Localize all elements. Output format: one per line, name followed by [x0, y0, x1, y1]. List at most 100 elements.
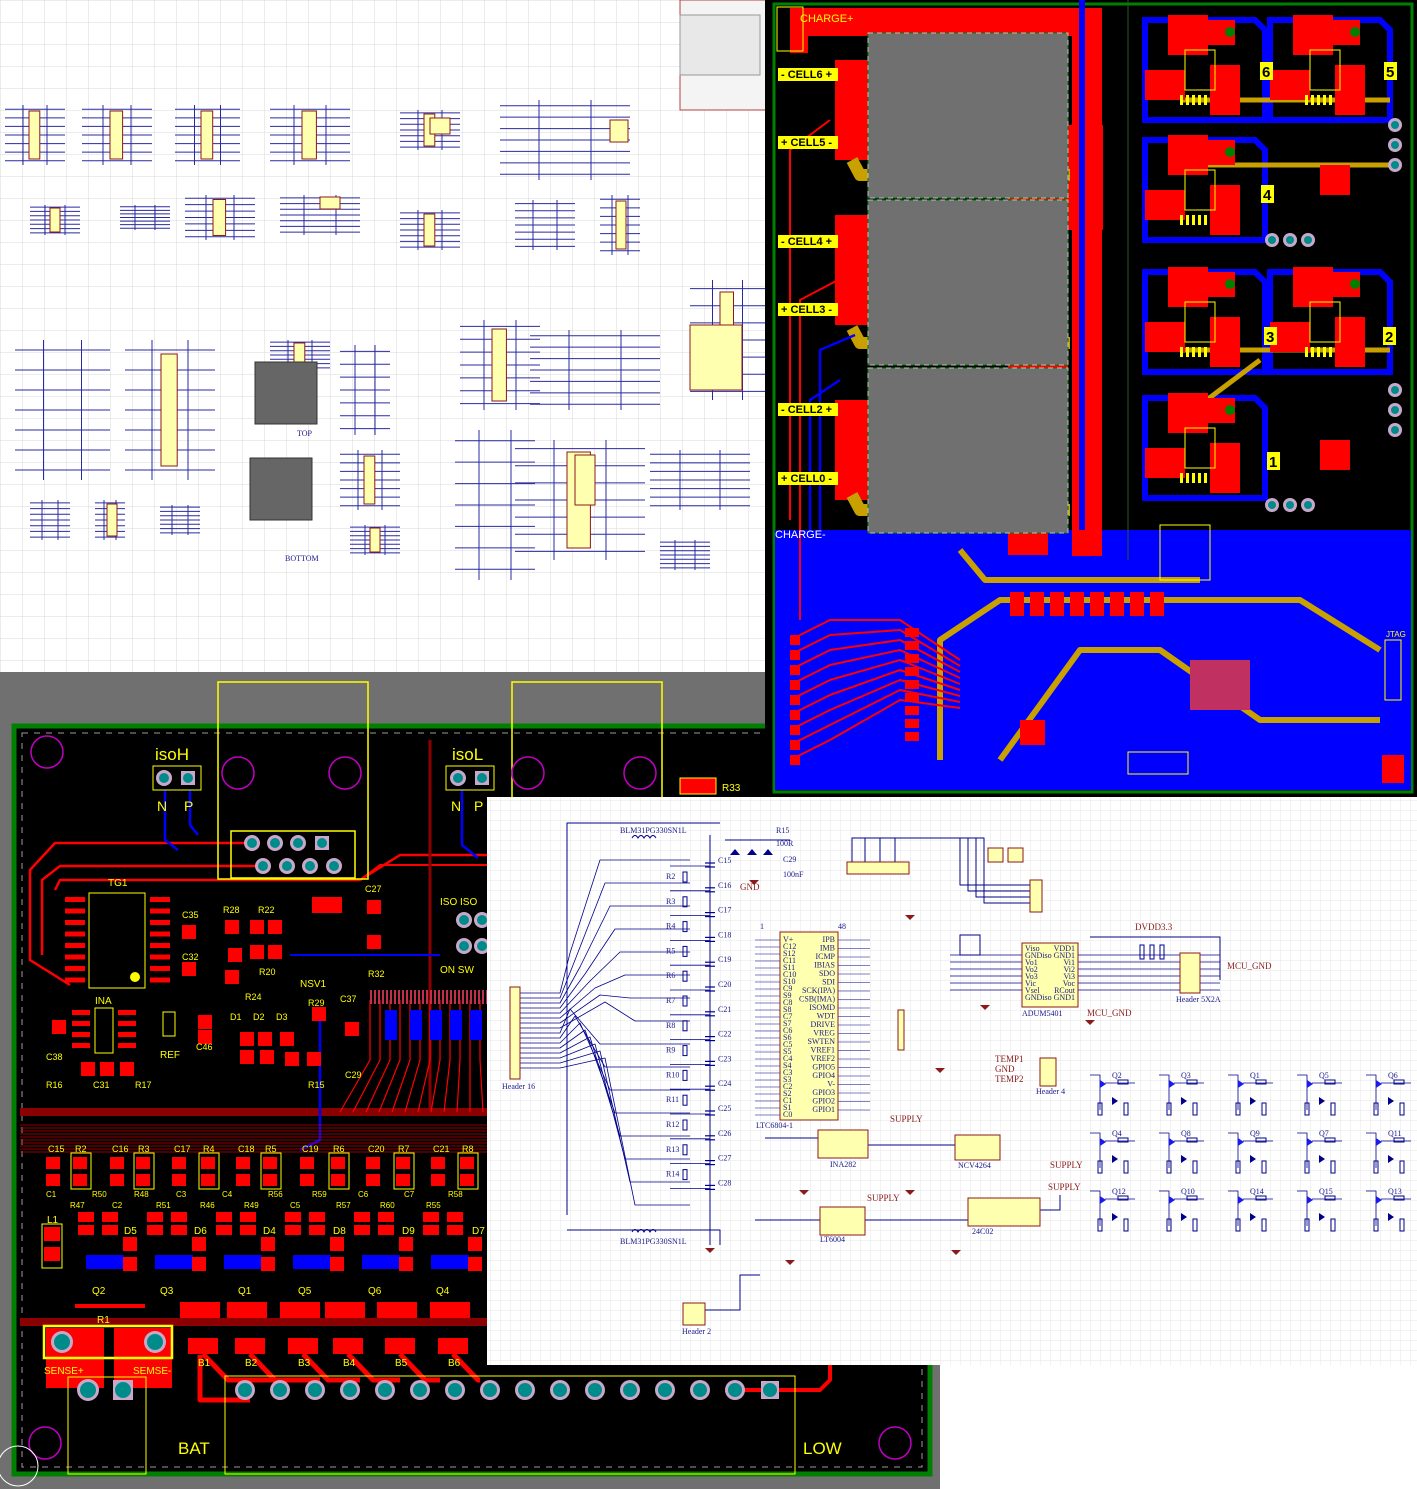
smd-marker: [1323, 95, 1326, 105]
smd-pad: [1110, 592, 1124, 616]
diode-pad: [399, 1237, 413, 1251]
bleed-resistor: [1304, 1160, 1310, 1174]
ic-pad-bottom: [450, 1010, 462, 1040]
sense-minus-label: SEMSE-: [133, 1366, 171, 1377]
smd-pad: [46, 1174, 60, 1186]
chip-label-bottom: BOTTOM: [285, 554, 319, 563]
iso-l-header-outline: [445, 765, 495, 791]
balance-pad-upper: [227, 1302, 267, 1318]
component-label: R56: [268, 1190, 283, 1199]
mosfet-label: Q14: [1250, 1187, 1264, 1196]
cell-label-background: [778, 472, 838, 485]
inductor-copper: [1145, 190, 1185, 220]
ina282-symbol: [817, 1129, 869, 1159]
component-label: C5: [290, 1201, 301, 1210]
schematic-ic-symbol: [212, 199, 227, 236]
connector-pad: [790, 695, 800, 705]
controller-ic: [1320, 165, 1350, 195]
smd-pad: [250, 945, 264, 959]
schematic-ic-symbol: [49, 207, 61, 233]
resistor-symbol: [682, 970, 688, 982]
led-resistor: [1123, 1102, 1129, 1116]
schematic-ic-symbol: [609, 119, 629, 143]
sense-trace: [789, 669, 961, 716]
schematic-mcu-symbol: [689, 324, 743, 391]
header-pad: [282, 861, 292, 871]
capacitor-label: C27: [718, 1154, 731, 1163]
l1-outline: [41, 1223, 63, 1269]
schematic-wire: [1228, 1190, 1239, 1226]
qfp-pin: [374, 990, 376, 1004]
schematic-wire: [520, 905, 690, 1004]
smd-marker: [1198, 215, 1201, 225]
ic-pin-label: IBIAS: [814, 961, 835, 970]
schematic-ic-symbol: [109, 110, 124, 160]
l1-label: L1: [47, 1215, 59, 1226]
bus-trace: [339, 1000, 371, 1113]
thumbnail-content: [679, 14, 761, 76]
low-connector-pad: [273, 1383, 287, 1397]
balance-trace: [398, 1352, 440, 1383]
mounting-hole: [328, 756, 362, 790]
resistor-label: R6: [666, 971, 675, 980]
schematic-wire: [520, 1036, 690, 1137]
smd-pad: [331, 1157, 345, 1169]
smd-pad: [73, 1174, 87, 1186]
smd-marker: [1198, 347, 1201, 357]
component-label: C2: [112, 1201, 123, 1210]
ic-pin-label: GND1: [1054, 951, 1075, 960]
ic-pin-label: Voc: [1063, 979, 1076, 988]
inductor-copper: [1270, 70, 1310, 100]
smd-marker: [1198, 473, 1201, 483]
pcb-board-outline: [772, 2, 1414, 794]
smd-pad: [367, 900, 381, 914]
balance-pad-label: B2: [245, 1358, 258, 1369]
test-pad: [1268, 236, 1276, 244]
ic-pin-label: Vsel: [1025, 986, 1040, 995]
bottom-trace: [460, 790, 479, 859]
pin1-marker: [130, 972, 140, 982]
schematic-wire: [1159, 1190, 1170, 1226]
ic-pin-label: V+: [783, 935, 794, 944]
diode-symbol: [1319, 1097, 1325, 1105]
tg1-ic-pin: [65, 943, 85, 948]
smd-pad: [136, 1174, 150, 1186]
component-label: R57: [336, 1201, 351, 1210]
ic-pin-label: C2: [783, 1082, 792, 1091]
component-label: C3: [176, 1190, 187, 1199]
smd-pad: [198, 1015, 212, 1029]
ic-pin-label: C1: [783, 1096, 792, 1105]
ic-pin-label: GNDiso: [1025, 993, 1052, 1002]
qfp-pin: [450, 990, 452, 1004]
resistor-symbol: [682, 1020, 688, 1032]
ic-pin-label: GND1: [1054, 993, 1075, 1002]
header-pad: [258, 861, 268, 871]
amp-name: INA282: [830, 1160, 856, 1169]
qfp-pin: [422, 990, 424, 1004]
resistor-label: R10: [666, 1070, 679, 1079]
component-label: R5: [265, 1144, 277, 1154]
connector-pad: [790, 740, 800, 750]
sense-trace: [818, 333, 856, 620]
ltc6804-symbol: [779, 931, 839, 1121]
smd-pad: [102, 1212, 118, 1222]
schematic-detail-panel: C15R2C16R3C17R4C18R5C19R6C20R7C21R8C22R9…: [487, 797, 1417, 1489]
resistor-symbol: [682, 1069, 688, 1081]
battery-trace: [197, 1355, 250, 1403]
mosfet-label: Q7: [1319, 1129, 1329, 1138]
sense-trace: [789, 619, 961, 661]
bleed-resistor: [1166, 1102, 1172, 1116]
iso-l-label: isoL: [452, 745, 483, 764]
ic-pin-label: VREF2: [811, 1054, 835, 1063]
schematic-wire: [520, 1043, 690, 1160]
temp2-label: TEMP2: [995, 1074, 1024, 1084]
pcb-layout-balancer-board: CHARGE+ CHARGE- JTAG - CELL6 ++ CELL5 --…: [765, 0, 1417, 797]
sense-trace: [789, 679, 961, 731]
balance-pad-label: B4: [343, 1358, 356, 1369]
charge-minus-label: CHARGE-: [775, 529, 826, 541]
cell-label: - CELL4 +: [781, 236, 832, 248]
module-number-background: [1384, 62, 1397, 80]
capacitor-label: C22: [718, 1030, 731, 1039]
bleed-resistor: [1166, 1218, 1172, 1232]
